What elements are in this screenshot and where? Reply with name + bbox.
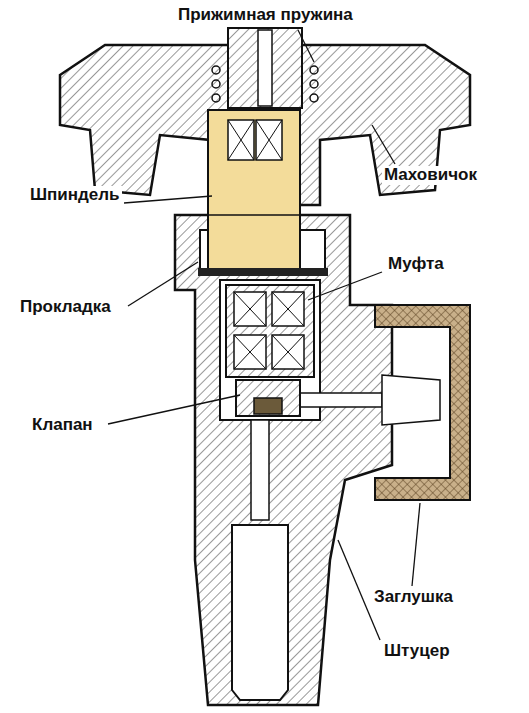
part-label: Муфта — [386, 255, 446, 274]
part-label: Клапан — [30, 416, 95, 435]
part-label: Штуцер — [382, 642, 452, 661]
part-label: Прокладка — [18, 298, 113, 317]
part-label: Заглушка — [372, 588, 455, 607]
part-label: Маховичок — [382, 166, 479, 185]
part-label: Шпиндель — [28, 186, 122, 205]
part-label: Прижимная пружина — [176, 6, 355, 25]
